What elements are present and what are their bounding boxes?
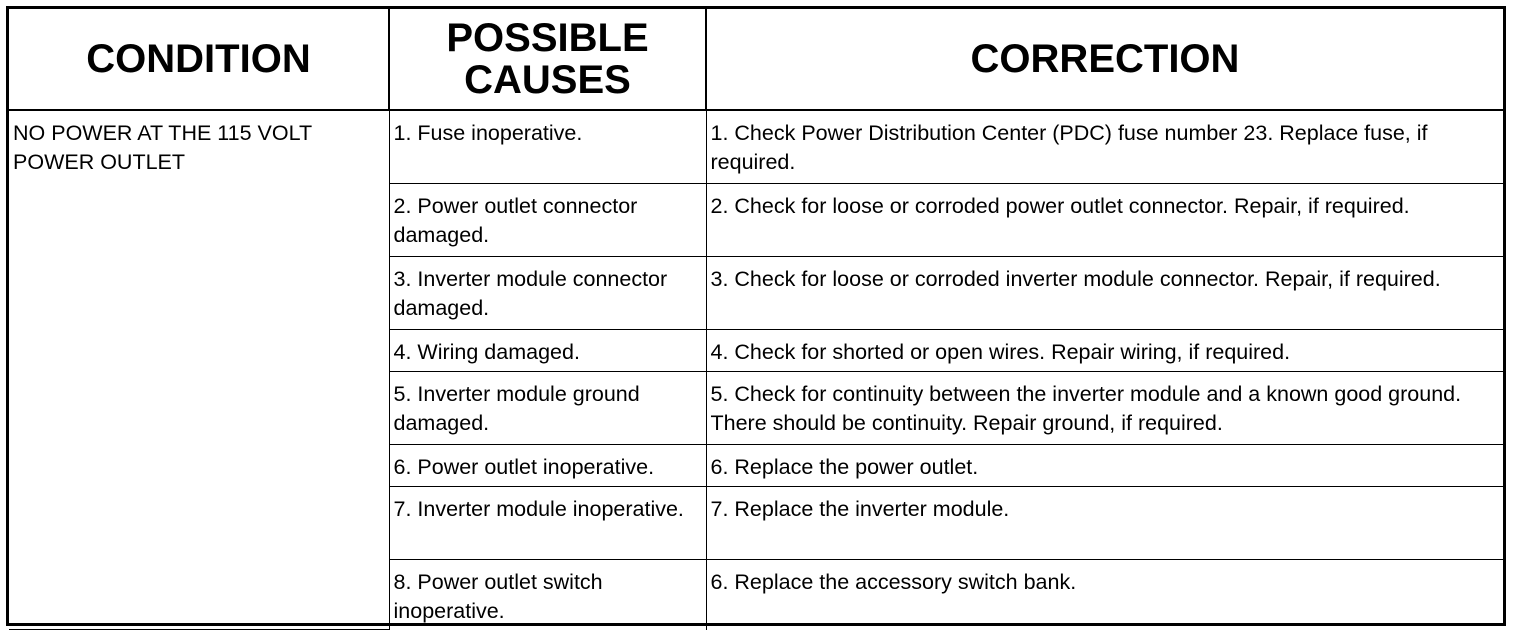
correction-cell: 7. Replace the inverter module. xyxy=(705,485,1503,560)
table-row: 8. Power outlet switch inoperative. 6. R… xyxy=(9,558,1503,630)
correction-cell: 2. Check for loose or corroded power out… xyxy=(705,182,1503,257)
cause-cell: 6. Power outlet inoperative. xyxy=(389,443,707,487)
correction-cell: 4. Check for shorted or open wires. Repa… xyxy=(705,328,1503,372)
correction-cell: 6. Replace the accessory switch bank. xyxy=(705,558,1503,630)
cause-cell: 1. Fuse inoperative. xyxy=(388,109,707,184)
table-row: 4. Wiring damaged. 4. Check for shorted … xyxy=(9,328,1503,372)
condition-cell: NO POWER AT THE 115 VOLT POWER OUTLET xyxy=(9,109,390,630)
cause-cell: 8. Power outlet switch inoperative. xyxy=(389,558,707,630)
condition-text: NO POWER AT THE 115 VOLT POWER OUTLET xyxy=(13,121,312,174)
cause-cell: 3. Inverter module connector damaged. xyxy=(389,255,707,330)
correction-cell: 6. Replace the power outlet. xyxy=(705,443,1503,487)
cause-cell: 7. Inverter module inoperative. xyxy=(389,485,707,560)
header-condition: CONDITION xyxy=(9,9,390,111)
correction-cell: 1. Check Power Distribution Center (PDC)… xyxy=(705,109,1503,184)
table-row: 2. Power outlet connector damaged. 2. Ch… xyxy=(9,182,1503,257)
cause-cell: 2. Power outlet connector damaged. xyxy=(389,182,707,257)
table-row: 7. Inverter module inoperative. 7. Repla… xyxy=(9,485,1503,560)
table-row: 5. Inverter module ground damaged. 5. Ch… xyxy=(9,370,1503,445)
table-header-row: CONDITION POSSIBLE CAUSES CORRECTION xyxy=(9,9,1503,111)
table-row: 3. Inverter module connector damaged. 3.… xyxy=(9,255,1503,330)
table-row: NO POWER AT THE 115 VOLT POWER OUTLET 1.… xyxy=(9,109,1503,630)
header-correction: CORRECTION xyxy=(705,9,1503,111)
correction-cell: 3. Check for loose or corroded inverter … xyxy=(705,255,1503,330)
diagnosis-table-frame: CONDITION POSSIBLE CAUSES CORRECTION NO … xyxy=(6,6,1506,630)
cause-cell: 5. Inverter module ground damaged. xyxy=(389,370,707,445)
header-possible-causes: POSSIBLE CAUSES xyxy=(388,9,707,111)
table-row: 6. Power outlet inoperative. 6. Replace … xyxy=(9,443,1503,487)
diagnosis-table: CONDITION POSSIBLE CAUSES CORRECTION NO … xyxy=(9,9,1503,630)
correction-cell: 5. Check for continuity between the inve… xyxy=(705,370,1503,445)
cause-cell: 4. Wiring damaged. xyxy=(389,328,707,372)
